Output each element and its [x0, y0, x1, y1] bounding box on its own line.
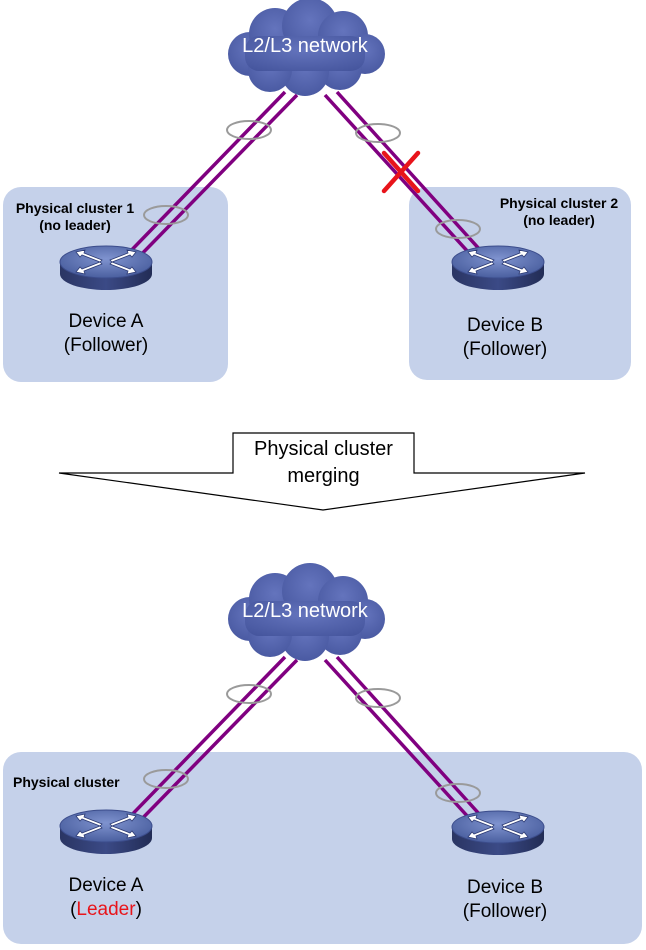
device-b-top-label: Device B (Follower)	[435, 314, 575, 362]
merged-cluster-label: Physical cluster	[13, 774, 120, 790]
device-b-top-role: (Follower)	[462, 339, 548, 360]
link-aggregation-ring	[355, 123, 401, 143]
cluster-2-status: (no leader)	[523, 212, 595, 228]
link-aggregation-ring	[226, 120, 272, 140]
top-link-b	[323, 90, 493, 267]
link-aggregation-ring	[435, 783, 481, 803]
leader-role-text: Leader	[76, 899, 136, 920]
device-b-bottom-role: (Follower)	[462, 901, 548, 922]
cluster-2-title: Physical cluster 2	[499, 195, 619, 211]
device-a-top-label: Device A (Follower)	[36, 310, 176, 358]
role-paren-close: )	[135, 899, 142, 920]
device-a-bottom-role: (Leader)	[36, 898, 176, 922]
link-aggregation-ring	[355, 688, 401, 708]
cluster-1-label: Physical cluster 1 (no leader)	[4, 200, 146, 234]
device-a-top-name: Device A	[68, 311, 144, 332]
top-link-a	[118, 90, 299, 267]
device-b-bottom-label: Device B (Follower)	[435, 876, 575, 924]
cluster-2-label: Physical cluster 2 (no leader)	[488, 195, 630, 229]
device-a-top-role: (Follower)	[63, 335, 149, 356]
merge-label-line1: Physical cluster	[254, 438, 393, 460]
device-b-bottom-name: Device B	[466, 877, 544, 898]
link-break-mark	[381, 150, 421, 194]
role-paren-open: (	[70, 899, 77, 920]
device-b-top-name: Device B	[466, 315, 544, 336]
device-a-bottom-label: Device A (Leader)	[36, 874, 176, 922]
link-aggregation-ring	[226, 684, 272, 704]
device-a-bottom-name: Device A	[68, 875, 144, 896]
link-aggregation-ring	[435, 219, 481, 239]
link-aggregation-ring	[143, 205, 189, 225]
link-aggregation-ring	[143, 769, 189, 789]
cluster-1-status: (no leader)	[39, 217, 111, 233]
merge-arrow	[58, 432, 586, 511]
network-label-top: L2/L3 network	[242, 35, 368, 57]
merge-label-line2: merging	[287, 465, 360, 487]
merged-cluster-area	[3, 752, 642, 944]
cluster-1-title: Physical cluster 1	[15, 200, 135, 216]
merge-arrow-label: Physical cluster merging	[233, 436, 414, 490]
network-label-bottom: L2/L3 network	[242, 600, 368, 622]
